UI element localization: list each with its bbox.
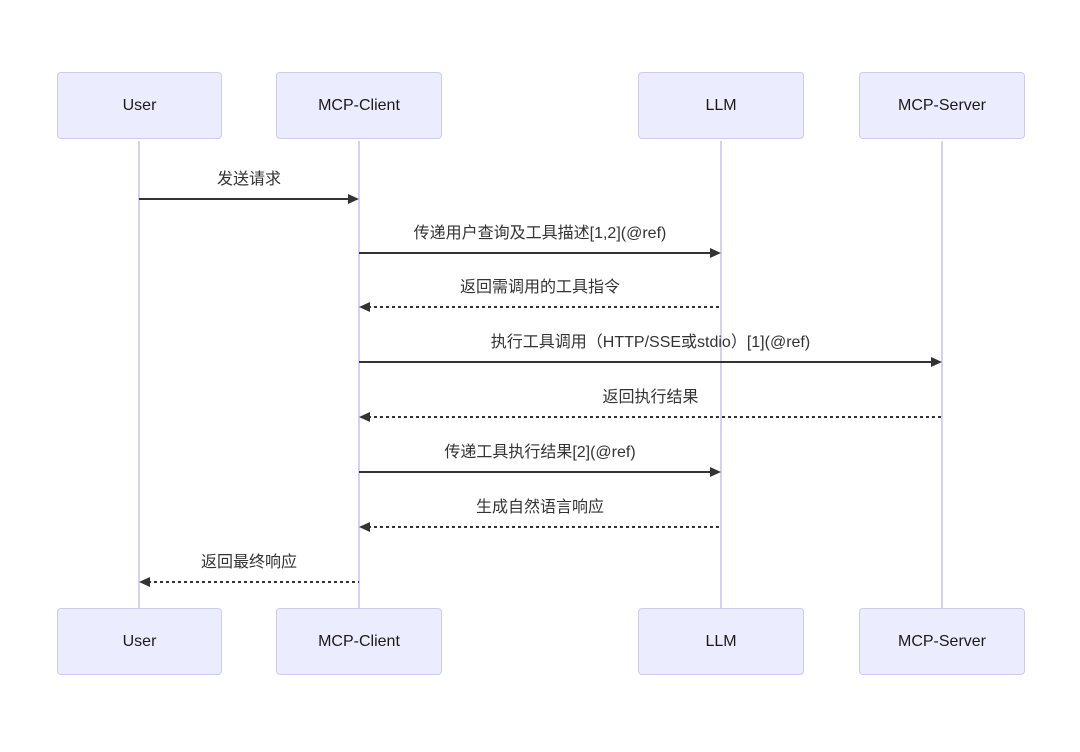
solid-arrow-right-icon	[359, 248, 721, 258]
dashed-arrow-left-icon	[359, 412, 942, 422]
actor-label-mcp-server: MCP-Server	[897, 632, 986, 650]
message-mcp-client-to-llm-query: 传递用户查询及工具描述[1,2](@ref)	[359, 224, 721, 258]
actor-box-llm-top: LLM	[638, 72, 804, 139]
dashed-arrow-left-icon	[139, 577, 359, 587]
actor-box-user-top: User	[57, 72, 222, 139]
lifeline-mcp-server	[941, 141, 943, 608]
actor-box-mcp-client-top: MCP-Client	[276, 72, 442, 139]
actor-label-user: User	[122, 96, 157, 114]
message-mcp-client-to-user-final: 返回最终响应	[139, 553, 359, 587]
lifeline-llm	[720, 141, 722, 608]
message-mcp-client-to-mcp-server-call: 执行工具调用（HTTP/SSE或stdio）[1](@ref)	[359, 333, 942, 367]
message-label: 返回最终响应	[200, 554, 297, 571]
actor-label-user: User	[122, 632, 157, 650]
message-llm-to-mcp-client-tool-instruction: 返回需调用的工具指令	[359, 278, 721, 312]
message-llm-to-mcp-client-response: 生成自然语言响应	[359, 498, 721, 532]
message-label: 返回执行结果	[602, 389, 699, 406]
lifeline-mcp-client	[358, 141, 360, 608]
actor-box-user-bottom: User	[57, 608, 222, 675]
actor-box-mcp-client-bottom: MCP-Client	[276, 608, 442, 675]
actor-label-mcp-client: MCP-Client	[318, 96, 400, 114]
actor-box-mcp-server-bottom: MCP-Server	[859, 608, 1025, 675]
message-label: 传递用户查询及工具描述[1,2](@ref)	[413, 225, 667, 242]
actor-label-llm: LLM	[705, 632, 737, 650]
actor-label-mcp-server: MCP-Server	[897, 96, 986, 114]
message-label: 执行工具调用（HTTP/SSE或stdio）[1](@ref)	[490, 334, 811, 351]
actor-box-llm-bottom: LLM	[638, 608, 804, 675]
message-user-to-mcp-client: 发送请求	[139, 170, 359, 204]
message-label: 返回需调用的工具指令	[459, 279, 620, 296]
message-label: 传递工具执行结果[2](@ref)	[444, 444, 636, 461]
message-mcp-client-to-llm-result: 传递工具执行结果[2](@ref)	[359, 443, 721, 477]
dashed-arrow-left-icon	[359, 302, 721, 312]
lifeline-user	[138, 141, 140, 608]
message-label: 生成自然语言响应	[475, 499, 604, 516]
actor-label-llm: LLM	[705, 96, 737, 114]
solid-arrow-right-icon	[139, 194, 359, 204]
actor-label-mcp-client: MCP-Client	[318, 632, 400, 650]
actor-box-mcp-server-top: MCP-Server	[859, 72, 1025, 139]
dashed-arrow-left-icon	[359, 522, 721, 532]
message-label: 发送请求	[216, 171, 281, 188]
solid-arrow-right-icon	[359, 357, 942, 367]
solid-arrow-right-icon	[359, 467, 721, 477]
message-mcp-server-to-mcp-client-result: 返回执行结果	[359, 388, 942, 422]
